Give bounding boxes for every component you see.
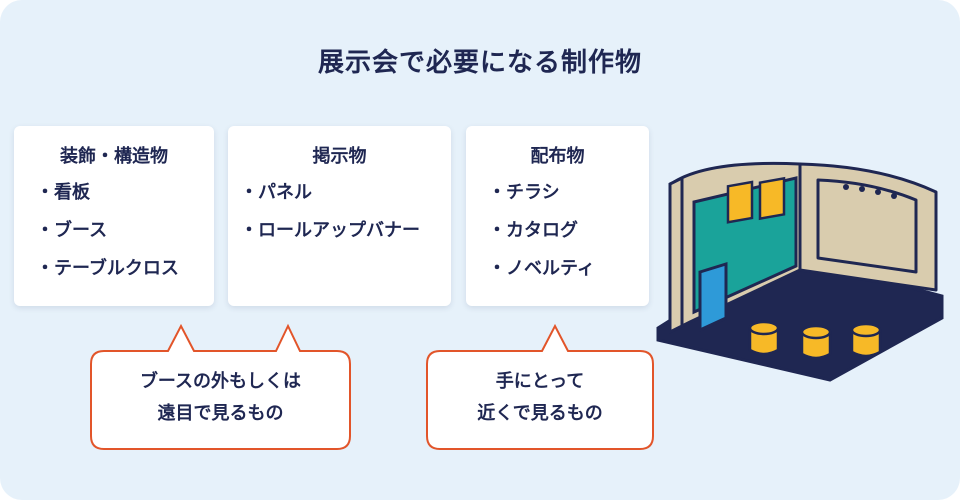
bubble-line: 手にとって (495, 371, 585, 392)
card-title: 装飾・構造物 (60, 146, 168, 167)
booth-poster-left (726, 180, 754, 224)
card-handouts: 配布物 ・チラシ ・カタログ ・ノベルティ (466, 126, 649, 306)
list-item: ・ノベルティ (488, 258, 595, 279)
booth-stool (748, 320, 780, 356)
card-decoration-structures: 装飾・構造物 ・看板 ・ブース ・テーブルクロス (14, 126, 214, 306)
card-item-list: ・看板 ・ブース ・テーブルクロス (36, 180, 179, 294)
list-item: ・チラシ (488, 182, 560, 203)
booth-stool (850, 322, 882, 358)
bubble-line: 近くで見るもの (477, 403, 603, 424)
card-postings: 掲示物 ・パネル ・ロールアップバナー (228, 126, 451, 306)
exhibition-booth-illustration (656, 161, 944, 382)
speech-bubble-far-viewing: ブースの外もしくは 遠目で見るもの (92, 366, 349, 430)
card-item-list: ・パネル ・ロールアップバナー (240, 180, 420, 256)
speech-bubble-outline-right (426, 323, 654, 450)
booth-stool (800, 324, 832, 360)
booth-dot (843, 184, 849, 190)
booth-dot (875, 189, 881, 195)
bubble-line: 遠目で見るもの (157, 403, 284, 424)
list-item: ・カタログ (488, 220, 578, 241)
bubble-line: ブースの外もしくは (139, 371, 302, 392)
card-title: 掲示物 (312, 146, 367, 167)
card-title: 配布物 (530, 146, 585, 167)
booth-dot (891, 193, 897, 199)
booth-poster-right (758, 176, 786, 221)
list-item: ・パネル (240, 182, 312, 203)
speech-bubble-outline-left (90, 323, 351, 450)
booth-dot (859, 186, 865, 192)
list-item: ・ロールアップバナー (240, 220, 420, 241)
booth-blue-banner (698, 261, 728, 333)
list-item: ・看板 (36, 182, 90, 203)
booth-post (668, 175, 684, 335)
speech-bubble-near-viewing: 手にとって 近くで見るもの (428, 366, 652, 430)
booth-right-frame (816, 178, 918, 274)
diagram-title: 展示会で必要になる制作物 (317, 48, 642, 78)
list-item: ・テーブルクロス (36, 258, 179, 279)
list-item: ・ブース (36, 220, 108, 241)
card-item-list: ・チラシ ・カタログ ・ノベルティ (488, 180, 595, 294)
